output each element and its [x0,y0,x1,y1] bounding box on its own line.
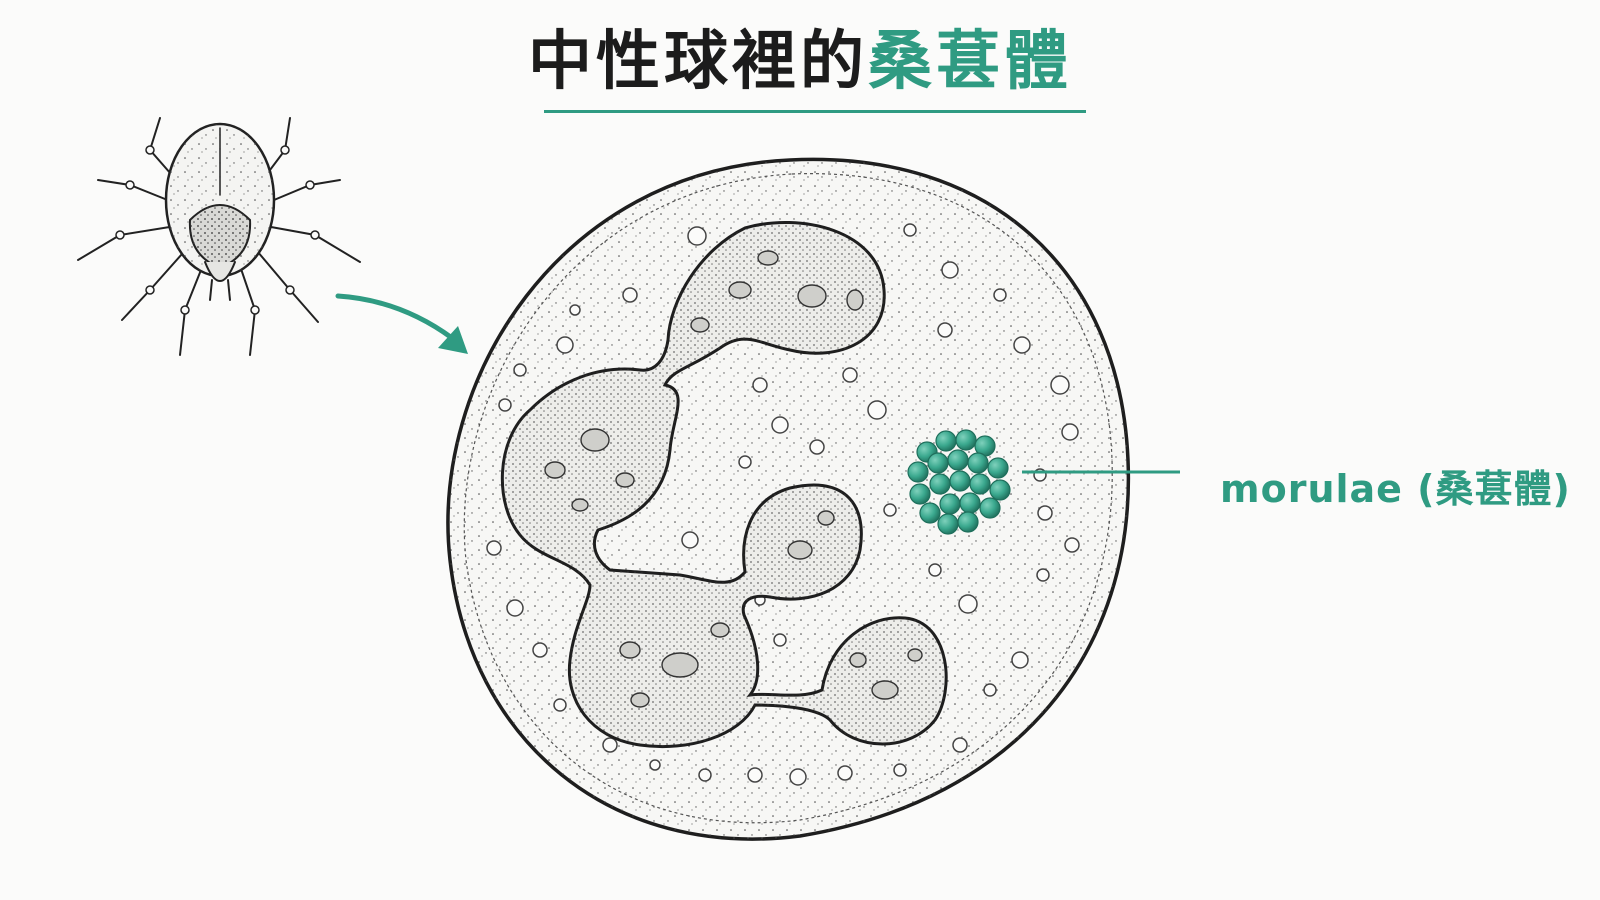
neutrophil-cell [446,157,1131,841]
arrow-icon [335,293,468,354]
morula-cluster [907,429,1011,535]
tick-illustration [77,117,361,356]
tick-leg [251,244,319,323]
morulae-label: morulae (桑葚體) [1220,467,1571,511]
nucleus [500,221,948,749]
title-highlight: 桑葚體 [868,25,1072,99]
tick-leg [77,224,183,261]
page-title: 中性球裡的桑葚體 [0,22,1600,102]
tick-leg [121,244,191,321]
chromatin [544,250,923,708]
title-underline [544,110,1086,113]
tick-leg [259,224,361,263]
title-main: 中性球裡的 [528,25,868,99]
